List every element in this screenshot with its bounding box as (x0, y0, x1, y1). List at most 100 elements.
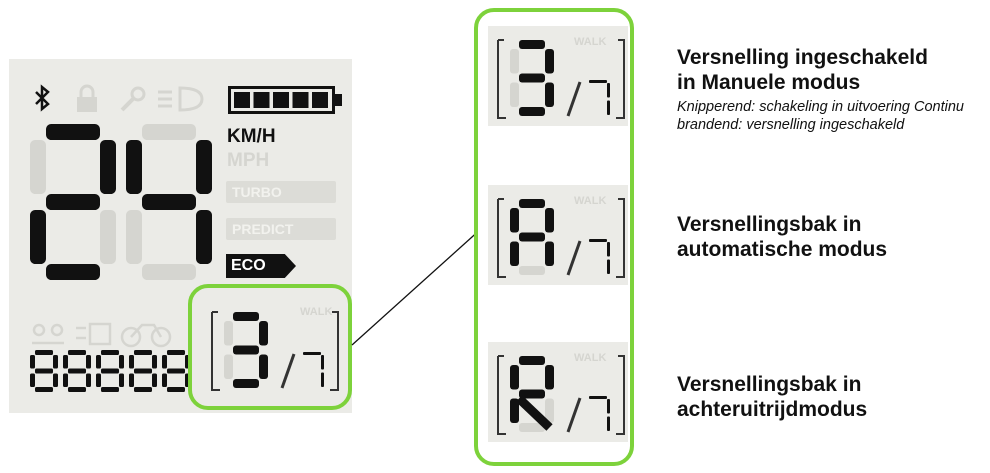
battery-cell (273, 92, 289, 108)
segment-b (86, 355, 91, 369)
segment-f (63, 355, 68, 369)
segment-b (545, 365, 554, 390)
segment-f (96, 355, 101, 369)
mode-eco-tag: ECO (226, 254, 296, 278)
segment-c (53, 373, 58, 387)
gear-state-display-auto (497, 198, 625, 278)
walk-label-reverse: WALK (574, 352, 607, 364)
speed-digit-2 (126, 124, 212, 280)
segment-a (233, 312, 259, 321)
gear-state-tile-auto (488, 185, 628, 285)
caption-reverse-line-2: achteruitrijdmodus (677, 398, 868, 421)
segment-a (589, 396, 607, 399)
state-2-symbol-digit (510, 356, 554, 432)
segment-a (303, 352, 321, 355)
segment-c (545, 241, 554, 266)
caption-reverse-heading: Versnellingsbak in achteruitrijdmodus (677, 372, 867, 422)
segment-c (152, 373, 157, 387)
state-2-slash (566, 397, 582, 433)
segment-b (607, 242, 610, 257)
segment-f (510, 208, 519, 233)
caption-reverse-line-1: Versnellingsbak in (677, 373, 862, 396)
segment-f (162, 355, 167, 369)
segment-g (519, 389, 545, 399)
segment-c (119, 373, 124, 387)
segment-c (607, 100, 610, 115)
caption-manual-line-2: in Manuele modus (677, 71, 861, 94)
segment-a (519, 199, 545, 208)
unit-kmh-label: KM/H (227, 126, 276, 147)
state-1-symbol-digit (510, 199, 554, 275)
gear-state-display-manual (497, 39, 625, 119)
segment-d (233, 379, 259, 388)
segment-a (46, 124, 100, 140)
segment-e (126, 210, 142, 264)
battery-icon (228, 86, 342, 114)
state-2-frame (497, 355, 625, 435)
segment-diagonal (515, 395, 553, 431)
segment-d (68, 387, 86, 392)
segment-b (119, 355, 124, 369)
segment-a (134, 350, 152, 355)
gear-state-tile-manual (488, 26, 628, 126)
state-0-slash (566, 81, 582, 117)
headlight-icon (158, 86, 204, 112)
state-0-max-digit (589, 80, 610, 115)
segment-g (519, 232, 545, 242)
segment-g (46, 194, 100, 210)
segment-c (545, 398, 554, 423)
segment-b (152, 355, 157, 369)
segment-e (510, 398, 519, 423)
segment-e (30, 210, 46, 264)
segment-e (224, 354, 233, 379)
location-pins-icon (32, 323, 64, 345)
odometer-digit-1 (30, 350, 58, 392)
segment-f (126, 140, 142, 194)
wrench-icon (120, 86, 146, 112)
segment-f (510, 365, 519, 390)
main-gear-slash (280, 353, 296, 389)
caption-manual-note: Knipperend: schakeling in uitvoering Con… (677, 99, 964, 133)
odometer-digit-4 (129, 350, 157, 392)
bluetooth-icon (35, 84, 50, 112)
segment-a (519, 40, 545, 49)
caption-manual-line-1: Versnelling ingeschakeld (677, 46, 928, 69)
segment-b (259, 321, 268, 346)
segment-a (101, 350, 119, 355)
segment-d (519, 266, 545, 275)
segment-e (510, 82, 519, 107)
segment-d (101, 387, 119, 392)
walk-label-manual: WALK (574, 36, 607, 48)
state-0-frame (497, 39, 625, 119)
segment-d (46, 264, 100, 280)
walk-label-auto: WALK (574, 195, 607, 207)
segment-b (545, 208, 554, 233)
main-gear-max-digit (303, 352, 324, 387)
segment-c (196, 210, 212, 264)
segment-c (86, 373, 91, 387)
state-2-max-digit (589, 396, 610, 431)
segment-g (68, 368, 86, 374)
segment-a (519, 356, 545, 365)
caption-auto-heading: Versnellingsbak in automatische modus (677, 212, 887, 262)
segment-d (167, 387, 185, 392)
segment-g (35, 368, 53, 374)
segment-g (233, 345, 259, 355)
bicycle-icon (120, 323, 172, 348)
segment-e (129, 373, 134, 387)
segment-e (63, 373, 68, 387)
segment-d (519, 107, 545, 116)
segment-f (510, 49, 519, 74)
gear-state-display-reverse (497, 355, 625, 435)
segment-a (589, 239, 607, 242)
segment-b (53, 355, 58, 369)
segment-a (142, 124, 196, 140)
unit-mph-label: MPH (227, 150, 270, 171)
caption-manual-heading: Versnelling ingeschakeld in Manuele modu… (677, 45, 928, 95)
segment-g (167, 368, 185, 374)
segment-a (35, 350, 53, 355)
charging-icon (76, 322, 112, 346)
mode-turbo-tag: TURBO (226, 181, 336, 203)
segment-d (35, 387, 53, 392)
